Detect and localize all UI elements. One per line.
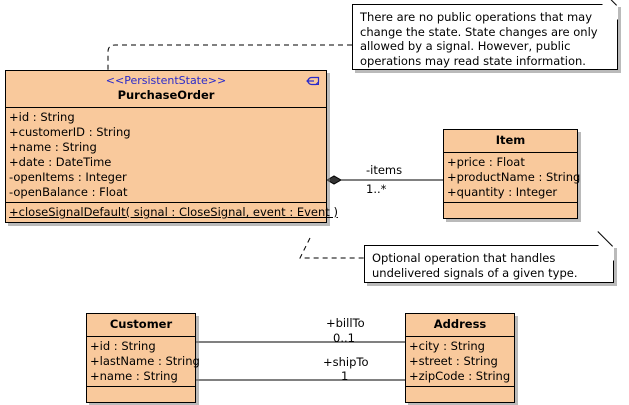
attribute-row: +customerID : String: [9, 125, 131, 139]
attribute-row: +name : String: [9, 140, 97, 154]
class-box-address[interactable]: Address +city : String +street : String …: [405, 313, 515, 403]
note-state-changes-text: There are no public operations that may …: [360, 10, 598, 68]
note-fold-icon: [602, 4, 618, 20]
attributes-compartment-purchase-order: +id : String +customerID : String +name …: [6, 108, 326, 203]
note-anchor-state-changes: [107, 44, 352, 70]
note-optional-operation-text: Optional operation that handles undelive…: [372, 251, 578, 280]
attribute-row: +price : Float: [447, 155, 525, 169]
association-multiplicity-shipto: 1: [341, 369, 349, 383]
note-anchor-optional-operation: [299, 237, 364, 259]
association-role-label-items: -items: [366, 163, 403, 177]
class-box-customer[interactable]: Customer +id : String +lastName : String…: [86, 313, 200, 403]
operations-compartment-item: [444, 203, 577, 218]
attribute-row: +productName : String: [447, 170, 581, 184]
attributes-compartment-customer: +id : String +lastName : String +name : …: [87, 337, 200, 387]
association-role-label-billto: +billTo: [326, 316, 365, 330]
class-name-customer: Customer: [109, 317, 173, 331]
class-stereotype: <<PersistentState>>: [105, 74, 227, 87]
class-box-purchase-order[interactable]: <<PersistentState>> PurchaseOrder +id : …: [5, 70, 338, 223]
attribute-row: -openBalance : Float: [9, 185, 128, 199]
class-name-address: Address: [433, 317, 487, 331]
attribute-row: +id : String: [90, 339, 156, 353]
class-box-item[interactable]: Item +price : Float +productName : Strin…: [443, 129, 581, 219]
note-state-changes: There are no public operations that may …: [352, 4, 618, 70]
note-optional-operation: Optional operation that handles undelive…: [364, 245, 614, 283]
class-header-purchase-order: <<PersistentState>> PurchaseOrder: [6, 71, 326, 108]
association-multiplicity-items: 1..*: [366, 182, 387, 196]
attributes-compartment-item: +price : Float +productName : String +qu…: [444, 153, 581, 203]
class-header-item: Item: [444, 130, 577, 153]
attribute-row: +city : String: [409, 339, 485, 353]
attribute-row: +zipCode : String: [409, 369, 511, 383]
attribute-row: +date : DateTime: [9, 155, 112, 169]
association-role-label-shipto: +shipTo: [323, 355, 369, 369]
attributes-compartment-address: +city : String +street : String +zipCode…: [406, 337, 514, 387]
attribute-row: +street : String: [409, 354, 498, 368]
composition-diamond-items: [325, 175, 343, 185]
association-multiplicity-billto: 0..1: [333, 331, 355, 345]
note-fold-icon: [598, 245, 614, 261]
attribute-row: +quantity : Integer: [447, 185, 558, 199]
operations-compartment-purchase-order: +closeSignalDefault( signal : CloseSigna…: [6, 203, 338, 222]
operations-compartment-customer: [87, 387, 195, 402]
operations-compartment-address: [406, 387, 514, 402]
signal-receiver-icon: [306, 74, 323, 91]
attribute-row: +lastName : String: [90, 354, 200, 368]
attribute-row: -openItems : Integer: [9, 170, 127, 184]
class-header-address: Address: [406, 314, 514, 337]
class-name-item: Item: [495, 133, 526, 147]
attribute-row: +name : String: [90, 369, 178, 383]
operation-row: +closeSignalDefault( signal : CloseSigna…: [9, 205, 338, 219]
class-header-customer: Customer: [87, 314, 195, 337]
attribute-row: +id : String: [9, 110, 75, 124]
class-name-purchase-order: PurchaseOrder: [117, 88, 215, 102]
